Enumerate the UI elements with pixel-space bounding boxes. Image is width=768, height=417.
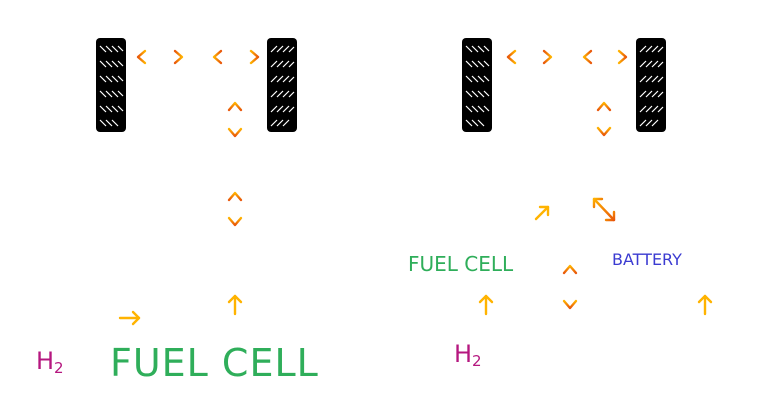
double-arrow-icon — [582, 49, 628, 65]
left-flow-arrows — [118, 49, 260, 326]
right-wheel-icon — [267, 38, 297, 132]
double-arrow-icon — [562, 264, 578, 310]
arrow-up-right-icon — [534, 205, 550, 221]
double-arrow-icon — [506, 49, 553, 65]
double-arrow-icon — [227, 191, 243, 227]
double-arrow-icon — [592, 197, 616, 222]
hydrogen-label: H2 — [454, 340, 482, 370]
double-arrow-icon — [596, 101, 612, 137]
fuel-cell-battery-vehicle-diagram: FUEL CELL BATTERY H2 — [384, 0, 768, 417]
left-wheel-icon — [462, 38, 492, 132]
double-arrow-icon — [212, 49, 260, 65]
right-wheel-icon — [636, 38, 666, 132]
right-flow-arrows — [478, 49, 713, 316]
fuel-cell-label: FUEL CELL — [408, 252, 514, 276]
left-wheel-icon — [96, 38, 126, 132]
arrow-up-icon — [227, 294, 243, 316]
double-arrow-icon — [227, 101, 243, 138]
fuel-cell-vehicle-diagram: H2 FUEL CELL — [36, 38, 319, 385]
hydrogen-label: H2 — [36, 347, 64, 377]
arrow-up-icon — [478, 294, 494, 316]
fuel-cell-label: FUEL CELL — [110, 341, 319, 385]
arrow-up-icon — [697, 294, 713, 316]
arrow-right-icon — [118, 310, 141, 326]
double-arrow-icon — [136, 49, 184, 65]
battery-label: BATTERY — [612, 250, 682, 269]
